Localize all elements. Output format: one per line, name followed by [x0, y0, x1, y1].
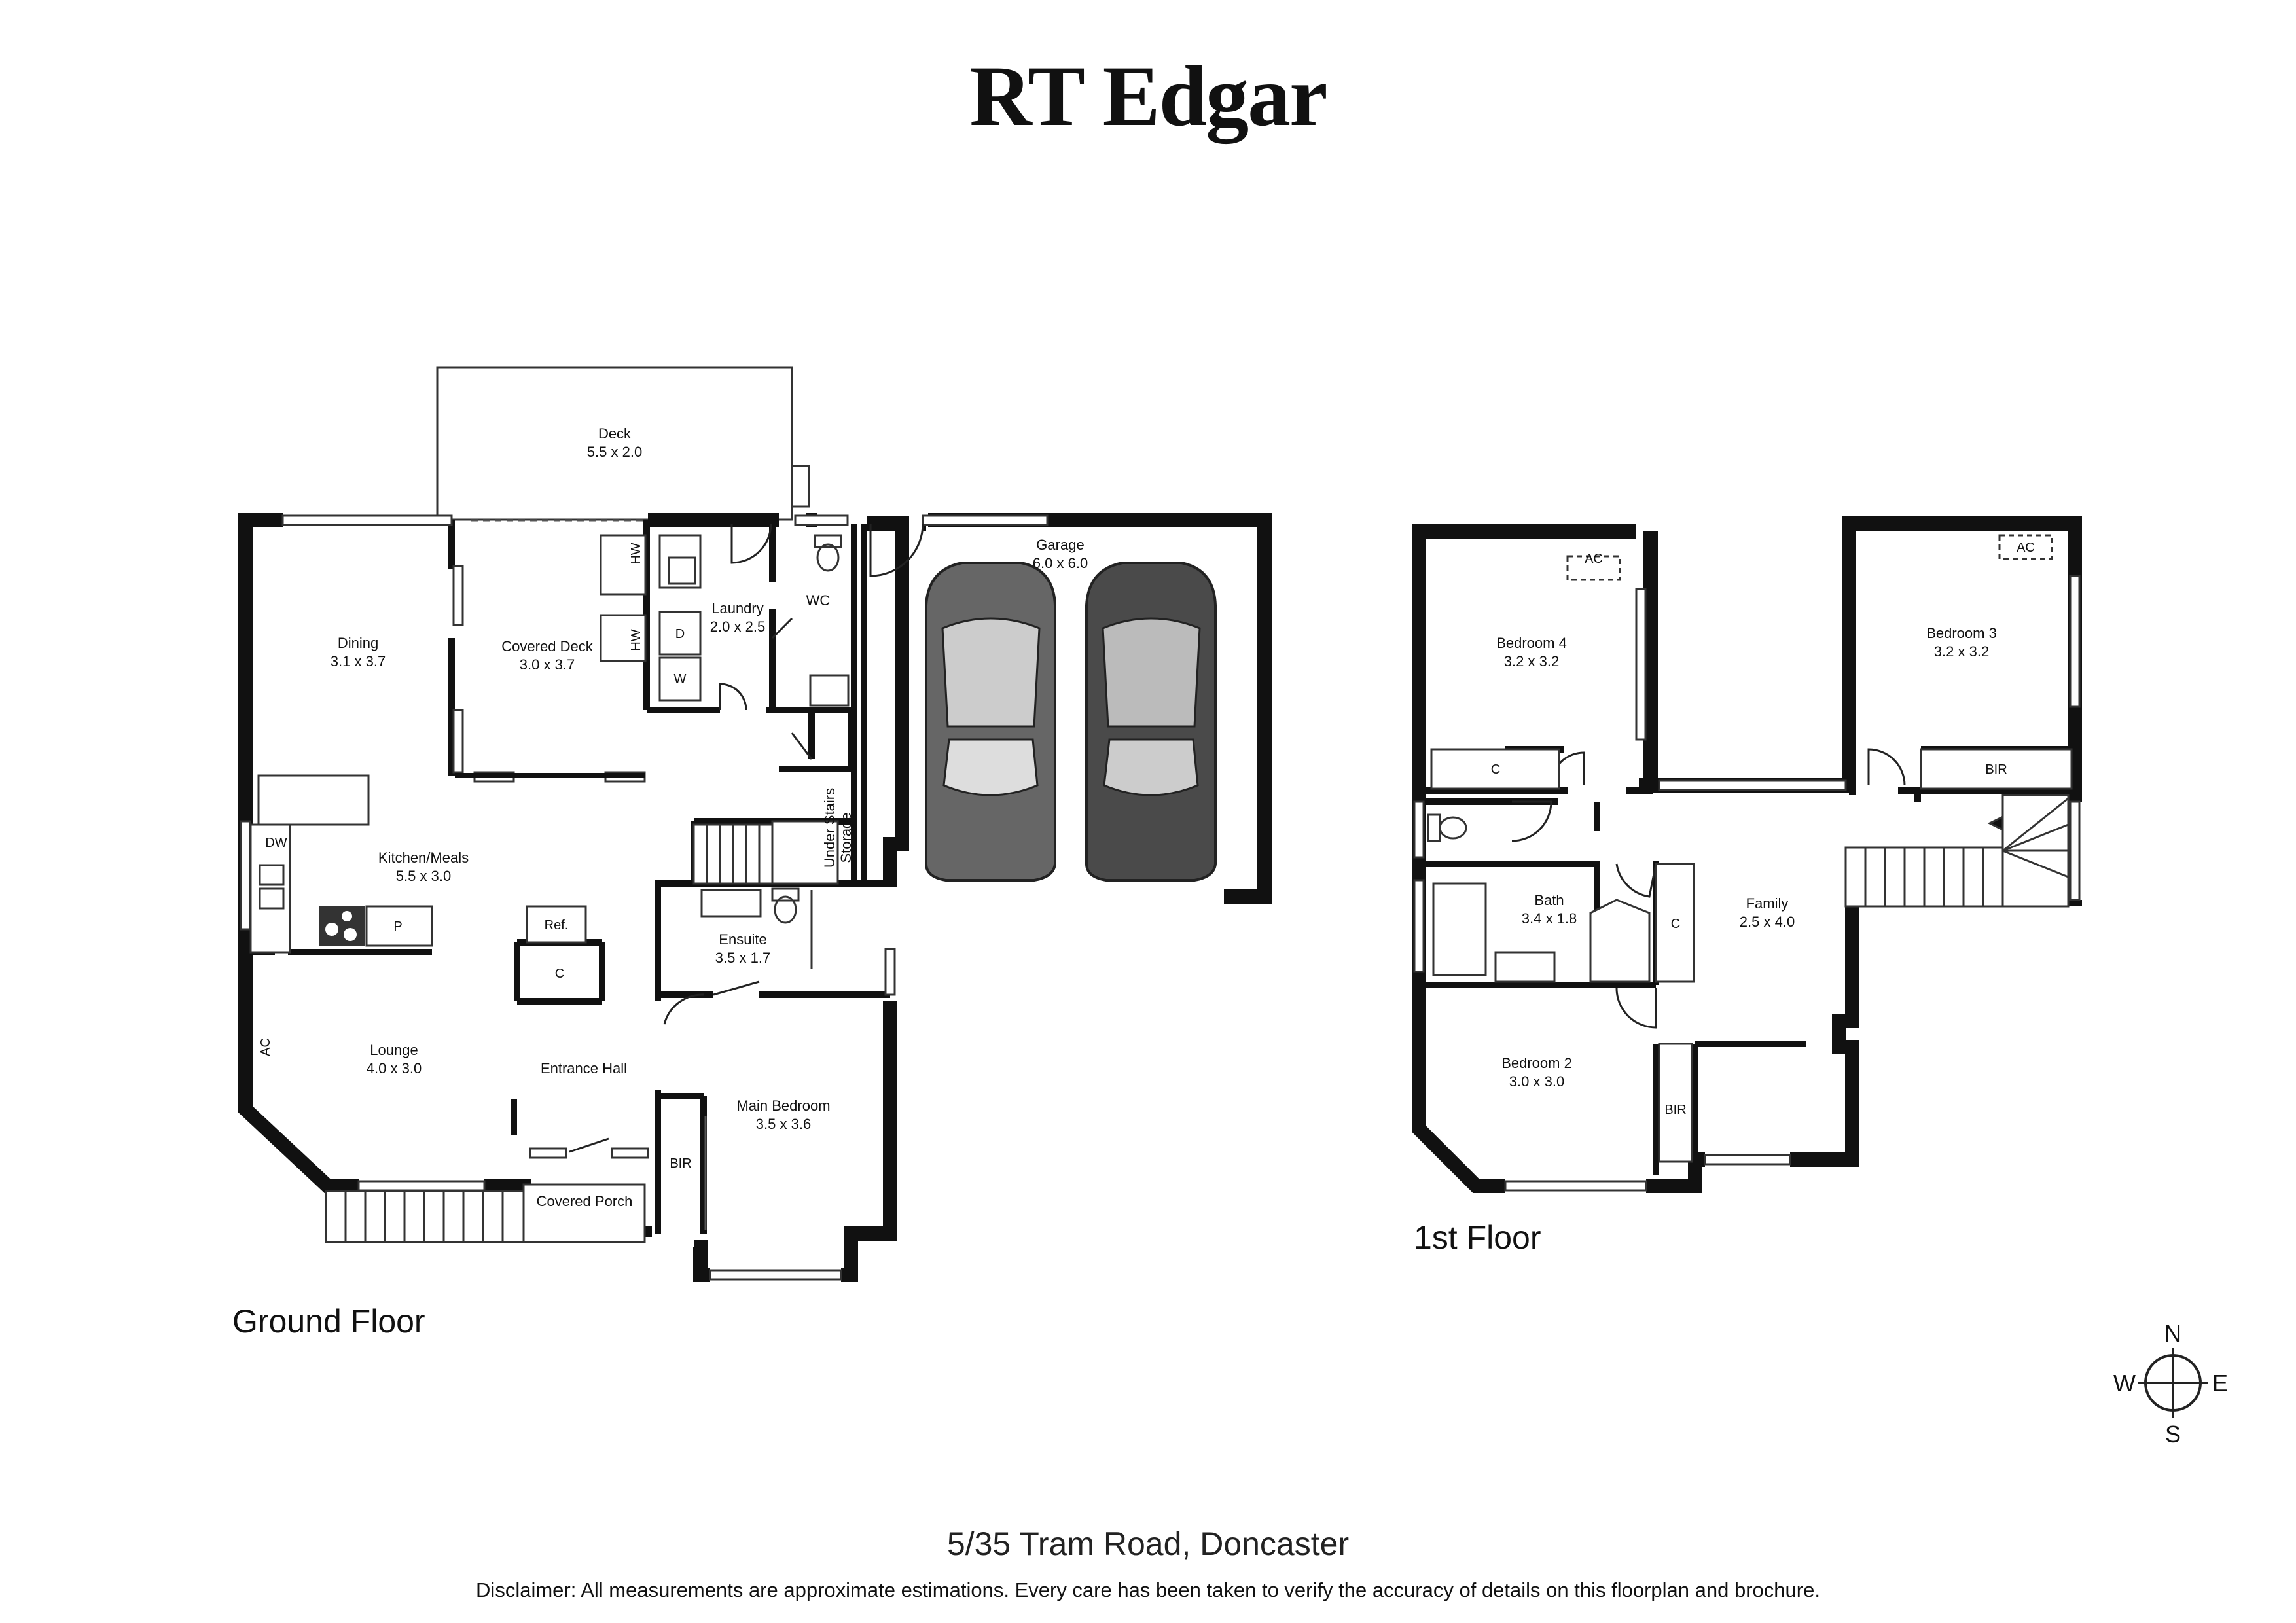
fixture-hw-label: HW [629, 629, 643, 651]
car-icon [925, 562, 1056, 882]
under-stairs-label: Under Stairs [821, 788, 838, 868]
ground-floor-label: Ground Floor [232, 1303, 425, 1340]
room-lounge-size: 4.0 x 3.0 [367, 1060, 422, 1077]
room-wc-label: WC [806, 592, 831, 609]
fixture-ac-label: AC [1585, 552, 1603, 566]
first-windows [1413, 575, 2081, 1192]
room-bedroom2-size: 3.0 x 3.0 [1509, 1073, 1564, 1090]
room-bath-size: 3.4 x 1.8 [1522, 910, 1577, 927]
room-garage-size: 6.0 x 6.0 [1033, 555, 1088, 571]
sink-icon [259, 556, 696, 910]
fixture-w-label: W [674, 672, 687, 687]
room-ensuite-size: 3.5 x 1.7 [715, 950, 770, 966]
first-floor-plan [1412, 516, 2082, 1193]
room-bedroom3-name: Bedroom 3 [1926, 625, 1997, 641]
compass-e: E [2212, 1370, 2228, 1397]
first-fixtures [1430, 534, 2073, 1163]
room-main-bedroom-name: Main Bedroom [736, 1097, 830, 1114]
toilet-icon [1427, 813, 1467, 842]
room-kitchen-size: 5.5 x 3.0 [396, 868, 451, 884]
fixture-ac-label: AC [259, 1038, 273, 1056]
property-address: 5/35 Tram Road, Doncaster [946, 1525, 1350, 1562]
cupboard-c-label: C [555, 967, 564, 981]
compass-w: W [2113, 1370, 2136, 1397]
room-lounge-name: Lounge [370, 1042, 418, 1058]
room-covered-porch: Covered Porch [537, 1193, 633, 1209]
ground-doors [569, 523, 924, 1153]
disclaimer-text: Disclaimer: All measurements are approxi… [476, 1578, 1820, 1601]
room-ensuite-name: Ensuite [719, 931, 766, 948]
cupboard-c-label: C [1671, 917, 1680, 931]
first-room-labels: Bedroom 4 3.2 x 3.2 Bedroom 3 3.2 x 3.2 … [1491, 541, 2035, 1117]
fixture-p-label: P [393, 919, 402, 934]
room-main-bedroom-size: 3.5 x 3.6 [756, 1116, 811, 1132]
room-covered-deck-name: Covered Deck [501, 638, 593, 654]
compass-n: N [2164, 1320, 2181, 1347]
storage-label: Storage [838, 812, 854, 863]
room-family-size: 2.5 x 4.0 [1740, 914, 1795, 930]
first-floor-label: 1st Floor [1414, 1219, 1541, 1256]
cooktop-icon [319, 906, 365, 946]
ground-room-labels: Deck 5.5 x 2.0 Covered Deck 3.0 x 3.7 Di… [259, 425, 1088, 1209]
cupboard-c-label: C [1491, 762, 1500, 777]
room-family-name: Family [1746, 895, 1789, 912]
room-kitchen-name: Kitchen/Meals [378, 849, 469, 866]
car-icon [1085, 562, 1217, 882]
room-laundry-name: Laundry [711, 600, 764, 616]
ground-floor-plan [238, 366, 1272, 1282]
bir-label: BIR [1664, 1103, 1686, 1117]
fixture-ref-label: Ref. [545, 918, 569, 933]
room-bath-name: Bath [1534, 892, 1564, 908]
room-dining-size: 3.1 x 3.7 [331, 653, 386, 669]
first-outer-walls [1412, 516, 2082, 1193]
room-bedroom2-name: Bedroom 2 [1501, 1055, 1572, 1071]
room-entrance-hall: Entrance Hall [541, 1060, 627, 1077]
room-dining-name: Dining [338, 635, 378, 651]
fixture-dw-label: DW [265, 836, 287, 850]
brand-logo: RT Edgar [969, 48, 1327, 144]
fixture-d-label: D [675, 627, 685, 641]
compass-rose: N S E W [2113, 1320, 2228, 1448]
room-garage-name: Garage [1036, 537, 1084, 553]
room-laundry-size: 2.0 x 2.5 [710, 618, 765, 635]
room-bedroom4-size: 3.2 x 3.2 [1504, 653, 1559, 669]
ensuite-vanity [700, 889, 762, 918]
room-deck-name: Deck [598, 425, 632, 442]
toilet-icon [771, 534, 842, 924]
ground-stairs [325, 820, 839, 1243]
ground-windows [240, 514, 1049, 1281]
room-deck-size: 5.5 x 2.0 [587, 444, 642, 460]
first-stairs [1844, 794, 2070, 908]
room-bedroom3-size: 3.2 x 3.2 [1934, 643, 1989, 660]
room-bedroom4-name: Bedroom 4 [1496, 635, 1567, 651]
compass-s: S [2165, 1421, 2181, 1448]
fixture-ac-label: AC [2017, 541, 2035, 555]
bir-label: BIR [1985, 762, 2007, 777]
kitchen-fixtures [249, 534, 850, 954]
fixture-hw-label: HW [629, 543, 643, 564]
room-covered-deck-size: 3.0 x 3.7 [520, 656, 575, 673]
bir-label: BIR [670, 1156, 691, 1171]
ground-interior-walls [249, 520, 897, 1234]
deck-post [791, 465, 810, 508]
